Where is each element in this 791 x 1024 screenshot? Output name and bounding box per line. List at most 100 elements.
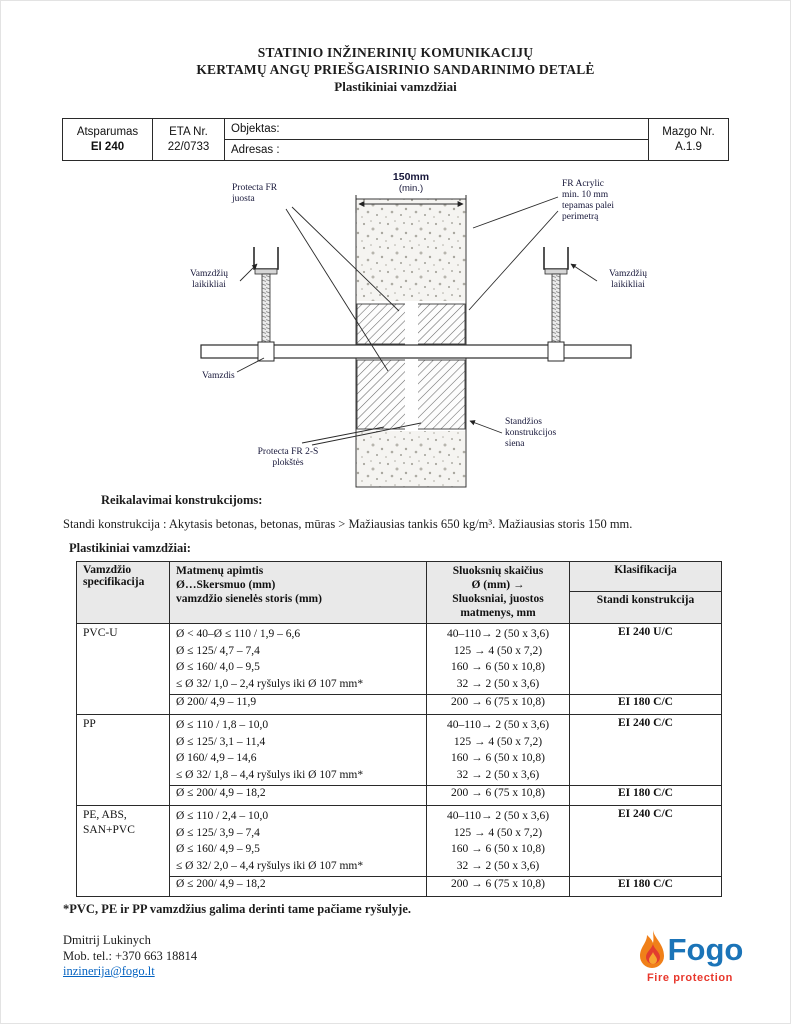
footnote: *PVC, PE ir PP vamzdžius galima derinti …	[63, 902, 411, 916]
mazgo-value: A.1.9	[675, 140, 702, 153]
eta-label: ETA Nr.	[169, 125, 208, 138]
layers-line: 32 → 2 (50 x 3,6)	[456, 859, 540, 872]
header-layers-line: Sluoksniai, juostos	[452, 593, 544, 605]
mazgo-label: Mazgo Nr.	[662, 125, 715, 138]
layers-line: 40–110→ 2 (50 x 3,6)	[446, 810, 550, 822]
dimension-label: 150mm (min.)	[361, 171, 461, 194]
dims-line: Ø ≤ 110 / 1,8 – 10,0	[176, 719, 269, 731]
header-dims: Matmenų apimtis Ø…Skersmuo (mm) vamzdžio…	[169, 561, 427, 624]
pipe-layers-extra: 200 → 6 (75 x 10,8)	[426, 694, 570, 715]
pipe-dims: Ø ≤ 110 / 1,8 – 10,0 Ø ≤ 125/ 3,1 – 11,4…	[169, 714, 427, 786]
pipe-layers-extra: 200 → 6 (75 x 10,8)	[426, 785, 570, 806]
table-row: Ø ≤ 200/ 4,9 – 18,2 200 → 6 (75 x 10,8) …	[77, 876, 722, 897]
header-dims-line: vamzdžio sienelės storis (mm)	[176, 593, 322, 605]
classification-extra-cell: EI 180 C/C	[569, 694, 722, 715]
pipe-bracket-left	[253, 247, 279, 362]
requirements-text: Standi konstrukcija : Akytasis betonas, …	[63, 517, 633, 531]
classification-extra-cell: EI 180 C/C	[569, 785, 722, 806]
dims-line: Ø < 40–Ø ≤ 110 / 1,9 – 6,6	[176, 628, 301, 640]
classification-extra-cell: EI 180 C/C	[569, 876, 722, 897]
layers-line: 160 → 6 (50 x 10,8)	[451, 752, 545, 764]
mazgo-cell: Mazgo Nr. A.1.9	[648, 118, 729, 161]
header-spec: Vamzdžio specifikacija	[76, 561, 170, 624]
eta-cell: ETA Nr. 22/0733	[152, 118, 225, 161]
brand-name: Fogo	[667, 932, 744, 967]
requirements-heading: Reikalavimai konstrukcijoms:	[101, 493, 263, 507]
pipe-dims-extra: Ø ≤ 200/ 4,9 – 18,2	[169, 876, 427, 897]
pipe-spec: PE, ABS, SAN+PVC	[76, 805, 170, 897]
dims-line: Ø 160/ 4,9 – 14,6	[176, 752, 257, 764]
classification-cell: EI 240 C/C	[569, 714, 722, 786]
header-layers-line: Sluoksnių skaičius	[452, 565, 544, 577]
label-pipe-holders-left: Vamzdžių laikikliai	[190, 269, 228, 290]
pipes-table: Vamzdžio specifikacija Matmenų apimtis Ø…	[76, 561, 722, 897]
header-classification: Klasifikacija	[569, 561, 722, 592]
pipe-dims-extra: Ø 200/ 4,9 – 11,9	[169, 694, 427, 715]
detail-drawing	[200, 195, 632, 488]
dims-line: Ø ≤ 160/ 4,0 – 9,5	[176, 661, 260, 673]
flame-icon	[639, 930, 664, 968]
dims-line: Ø ≤ 110 / 2,4 – 10,0	[176, 810, 269, 822]
layers-line: 125 → 4 (50 x 7,2)	[453, 735, 543, 748]
title-line-3: Plastikiniai vamzdžiai	[334, 79, 457, 94]
pipe-dims: Ø ≤ 110 / 2,4 – 10,0 Ø ≤ 125/ 3,9 – 7,4 …	[169, 805, 427, 877]
pipe-layers-extra: 200 → 6 (75 x 10,8)	[426, 876, 570, 897]
dims-line: Ø ≤ 125/ 4,7 – 7,4	[176, 644, 260, 657]
classification-cell: EI 240 C/C	[569, 805, 722, 877]
table-row: Ø 200/ 4,9 – 11,9 200 → 6 (75 x 10,8) EI…	[77, 694, 722, 715]
email-link[interactable]: inzinerija@fogo.lt	[63, 964, 155, 978]
dims-line: Ø ≤ 125/ 3,1 – 11,4	[176, 735, 266, 748]
fire-boards	[356, 302, 466, 431]
layers-line: 125 → 4 (50 x 7,2)	[453, 826, 543, 839]
contact-block: Dmitrij Lukinych Mob. tel.: +370 663 188…	[63, 933, 197, 980]
pipe-spec: PVC-U	[76, 623, 170, 715]
atsparumas-label: Atsparumas	[76, 125, 139, 138]
layers-line: 40–110→ 2 (50 x 3,6)	[446, 719, 550, 731]
dims-line: Ø ≤ 160/ 4,9 – 9,5	[176, 843, 260, 855]
brand-tagline: Fire protection	[646, 972, 733, 984]
pipe-layers: 40–110→ 2 (50 x 3,6) 125 → 4 (50 x 7,2) …	[426, 623, 570, 695]
pipe	[200, 344, 632, 359]
label-fire-boards: Protecta FR 2-S plokštės	[257, 447, 319, 468]
info-table: Atsparumas EI 240 ETA Nr. 22/0733 Objekt…	[62, 118, 729, 161]
atsparumas-cell: Atsparumas EI 240	[62, 118, 153, 161]
header-rigid-construction: Standi konstrukcija	[569, 591, 722, 624]
pipe-dims-extra: Ø ≤ 200/ 4,9 – 18,2	[169, 785, 427, 806]
fogo-logo: Fogo Fire protection	[629, 929, 751, 984]
layers-line: 160 → 6 (50 x 10,8)	[451, 843, 545, 855]
dims-line: ≤ Ø 32/ 1,8 – 4,4 ryšulys iki Ø 107 mm*	[176, 768, 364, 781]
header-layers: Sluoksnių skaičius Ø (mm) → Sluoksniai, …	[426, 561, 570, 624]
pipe-layers: 40–110→ 2 (50 x 3,6) 125 → 4 (50 x 7,2) …	[426, 805, 570, 877]
dims-line: Ø ≤ 125/ 3,9 – 7,4	[176, 826, 260, 839]
title-line-2: KERTAMŲ ANGŲ PRIEŠGAISRINIO SANDARINIMO …	[196, 62, 595, 77]
label-pipe: Vamzdis	[202, 371, 235, 381]
pipes-table-heading: Plastikiniai vamzdžiai:	[69, 541, 191, 555]
page-title: STATINIO INŽINERINIŲ KOMUNIKACIJŲ KERTAM…	[1, 44, 790, 95]
pipe-dims: Ø < 40–Ø ≤ 110 / 1,9 – 6,6 Ø ≤ 125/ 4,7 …	[169, 623, 427, 695]
label-rigid-wall: Standžios konstrukcijos siena	[505, 417, 557, 449]
header-dims-line: Ø…Skersmuo (mm)	[176, 579, 276, 591]
title-line-1: STATINIO INŽINERINIŲ KOMUNIKACIJŲ	[257, 45, 534, 60]
label-fr-tape: Protecta FR juosta	[232, 183, 278, 204]
table-row: Ø ≤ 200/ 4,9 – 18,2 200 → 6 (75 x 10,8) …	[77, 785, 722, 806]
contact-name: Dmitrij Lukinych	[63, 933, 151, 947]
dimension-min: (min.)	[398, 183, 424, 194]
classification-cell: EI 240 U/C	[569, 623, 722, 695]
layers-line: 125 → 4 (50 x 7,2)	[453, 644, 543, 657]
layers-line: 160 → 6 (50 x 10,8)	[451, 661, 545, 673]
objektas-label: Objektas:	[224, 118, 649, 140]
dimension-value: 150mm	[392, 171, 430, 183]
label-pipe-holders-right: Vamzdžių laikikliai	[609, 269, 647, 290]
pipe-bracket-right	[543, 247, 569, 362]
leader-lines	[236, 196, 598, 446]
layers-line: 32 → 2 (50 x 3,6)	[456, 768, 540, 781]
dims-line: ≤ Ø 32/ 2,0 – 4,4 ryšulys iki Ø 107 mm*	[176, 859, 364, 872]
atsparumas-value: EI 240	[90, 140, 125, 153]
header-layers-line: Ø (mm) →	[471, 579, 525, 591]
eta-value: 22/0733	[167, 140, 210, 153]
table-row: PVC-U Ø < 40–Ø ≤ 110 / 1,9 – 6,6 Ø ≤ 125…	[76, 623, 722, 715]
pipe-spec: PP	[76, 714, 170, 806]
adresas-label: Adresas :	[224, 139, 649, 161]
dimension-150mm	[355, 195, 467, 213]
